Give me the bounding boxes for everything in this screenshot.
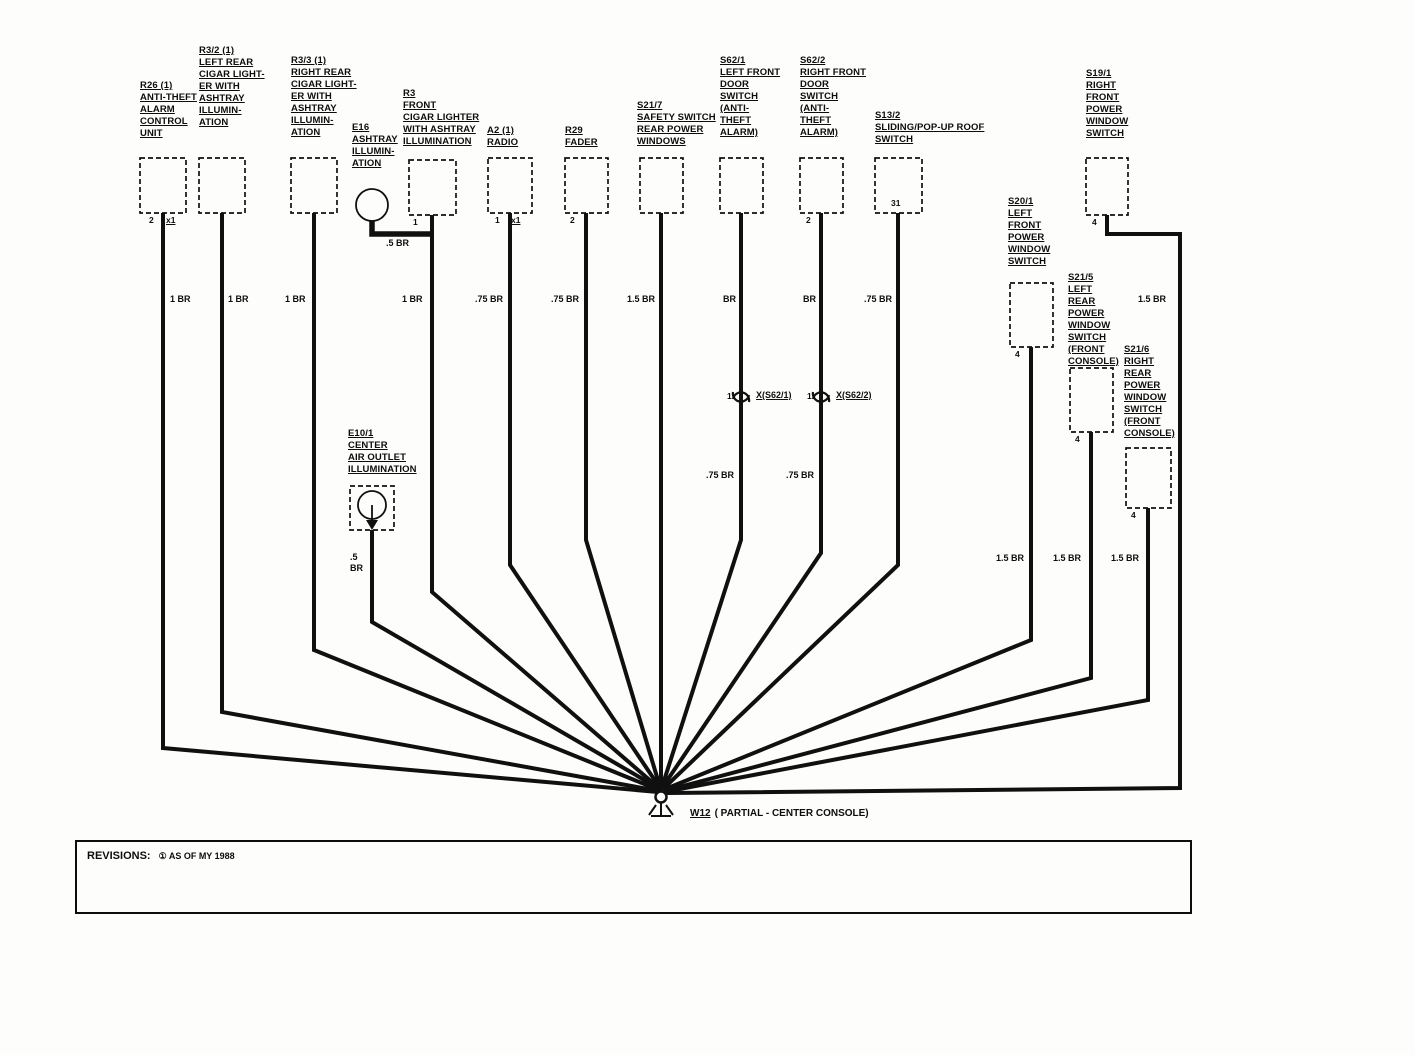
pin-s21-5: 4	[1075, 434, 1080, 444]
ground-legs	[648, 803, 674, 817]
ground-symbol	[648, 790, 674, 817]
box-r3-2	[198, 157, 246, 214]
wire-s13-2	[661, 213, 900, 791]
ground-id: W12	[690, 808, 711, 819]
wire-label-s21-6: 1.5 BR	[1111, 553, 1140, 563]
wire-r3-3	[312, 213, 660, 792]
wire-label-s62-1-lower: .75 BR	[706, 470, 735, 480]
label-s62-2: S62/2 RIGHT FRONT DOOR SWITCH (ANTI- THE…	[800, 55, 867, 138]
label-a2: A2 (1) RADIO	[487, 125, 519, 148]
ground-circle	[654, 790, 668, 804]
pin-s62-2: 2	[806, 215, 811, 225]
wire-s62-1	[660, 213, 743, 788]
component-boxes	[139, 157, 1172, 531]
wire-r3-2	[220, 213, 660, 793]
label-s62-1: S62/1 LEFT FRONT DOOR SWITCH (ANTI- THEF…	[720, 55, 781, 138]
pin-conn-a2: x1	[511, 215, 521, 225]
label-s13-2: S13/2 SLIDING/POP-UP ROOF SWITCH	[875, 110, 985, 145]
wire-label-r29: .75 BR	[551, 294, 580, 304]
inline-connectors	[731, 391, 831, 403]
wire-e10-1	[370, 530, 662, 791]
wire-r26	[161, 213, 659, 794]
label-s21-7: S21/7 SAFETY SWITCH REAR POWER WINDOWS	[637, 100, 716, 147]
box-s19-1	[1085, 157, 1129, 216]
label-r26: R26 (1) ANTI-THEFT ALARM CONTROL UNIT	[140, 80, 197, 139]
box-s21-7	[639, 157, 684, 214]
box-r26	[139, 157, 187, 214]
pin-connector-x-s62-2: 1	[807, 391, 812, 401]
ground-label: W12( PARTIAL - CENTER CONSOLE)	[690, 808, 869, 819]
wire-label-r26: 1 BR	[170, 294, 191, 304]
wire-s62-2	[660, 213, 823, 790]
box-r3	[408, 159, 457, 216]
pin-s20-1: 4	[1015, 349, 1020, 359]
wire-s21-6	[663, 508, 1150, 794]
box-s62-1	[719, 157, 764, 214]
wire-r29	[584, 213, 662, 788]
pin-a2: 1	[495, 215, 500, 225]
wire-harness	[161, 213, 1182, 795]
e10-1-arrow-head	[366, 520, 378, 530]
pin-r3: 1	[413, 217, 418, 227]
box-a2	[487, 157, 533, 214]
box-s62-2	[799, 157, 844, 214]
wire-label-a2: .75 BR	[475, 294, 504, 304]
label-r29: R29 FADER	[565, 125, 598, 148]
wire-r3	[430, 215, 662, 791]
revisions-heading: REVISIONS:	[87, 850, 151, 862]
wire-s20-1	[662, 347, 1033, 792]
wire-s21-5	[663, 432, 1093, 793]
box-s21-5	[1069, 367, 1114, 433]
box-r29	[564, 157, 609, 214]
wire-label-r3: 1 BR	[402, 294, 423, 304]
wire-a2	[508, 213, 662, 790]
wire-e16	[369, 221, 430, 237]
wire-label-r3-3: 1 BR	[285, 294, 306, 304]
label-s19-1: S19/1 RIGHT FRONT POWER WINDOW SWITCH	[1086, 68, 1129, 139]
wire-label-s20-1: 1.5 BR	[996, 553, 1025, 563]
label-s21-5: S21/5 LEFT REAR POWER WINDOW SWITCH (FRO…	[1068, 272, 1119, 367]
wire-label-s19-1: 1.5 BR	[1138, 294, 1167, 304]
label-s20-1: S20/1 LEFT FRONT POWER WINDOW SWITCH	[1008, 196, 1051, 267]
pin-s21-6: 4	[1131, 510, 1136, 520]
pin-r26: 2	[149, 215, 154, 225]
ground-desc: ( PARTIAL - CENTER CONSOLE)	[714, 808, 869, 819]
wire-label-s21-5: 1.5 BR	[1053, 553, 1082, 563]
pin-r29: 2	[570, 215, 575, 225]
box-r3-3	[290, 157, 338, 214]
connector-symbol-x-s62-1b	[731, 391, 751, 403]
revisions-box: REVISIONS: ① AS OF MY 1988	[75, 840, 1192, 914]
pin-connector-x-s62-1: 1	[727, 391, 732, 401]
label-e10-1: E10/1 CENTER AIR OUTLET ILLUMINATION	[348, 428, 417, 475]
box-s20-1	[1009, 282, 1054, 348]
bulb-symbols	[355, 188, 389, 530]
connector-symbol-x-s62-2b	[811, 391, 831, 403]
box-e10-1	[349, 485, 395, 531]
wire-label-s13-2: .75 BR	[864, 294, 893, 304]
connector-label-x-s62-1: X(S62/1)	[756, 390, 792, 400]
wire-label-s62-2-lower: .75 BR	[786, 470, 815, 480]
label-r3: R3 FRONT CIGAR LIGHTER WITH ASHTRAY ILLU…	[403, 88, 480, 147]
e16-bulb-symbol	[355, 188, 389, 222]
revisions-note: ① AS OF MY 1988	[158, 851, 235, 861]
wire-label-e16: .5 BR	[386, 238, 410, 248]
pin-s13-2: 31	[891, 198, 901, 208]
wire-label-s21-7: 1.5 BR	[627, 294, 656, 304]
label-r3-2: R3/2 (1) LEFT REAR CIGAR LIGHT- ER WITH …	[199, 45, 265, 128]
wire-label-s62-1: BR	[723, 294, 736, 304]
connector-label-x-s62-2: X(S62/2)	[836, 390, 872, 400]
label-r3-3: R3/3 (1) RIGHT REAR CIGAR LIGHT- ER WITH…	[291, 55, 357, 138]
box-s13-2	[874, 157, 923, 214]
box-s21-6	[1125, 447, 1172, 509]
wire-s19-1	[666, 215, 1182, 795]
wire-label-s62-2: BR	[803, 294, 816, 304]
wire-label-e10-1: .5 BR	[350, 552, 363, 573]
pin-s19-1: 4	[1092, 217, 1097, 227]
pin-conn-r26: x1	[166, 215, 176, 225]
label-s21-6: S21/6 RIGHT REAR POWER WINDOW SWITCH (FR…	[1124, 344, 1175, 439]
label-e16: E16 ASHTRAY ILLUMIN- ATION	[352, 122, 398, 169]
wire-label-r3-2: 1 BR	[228, 294, 249, 304]
